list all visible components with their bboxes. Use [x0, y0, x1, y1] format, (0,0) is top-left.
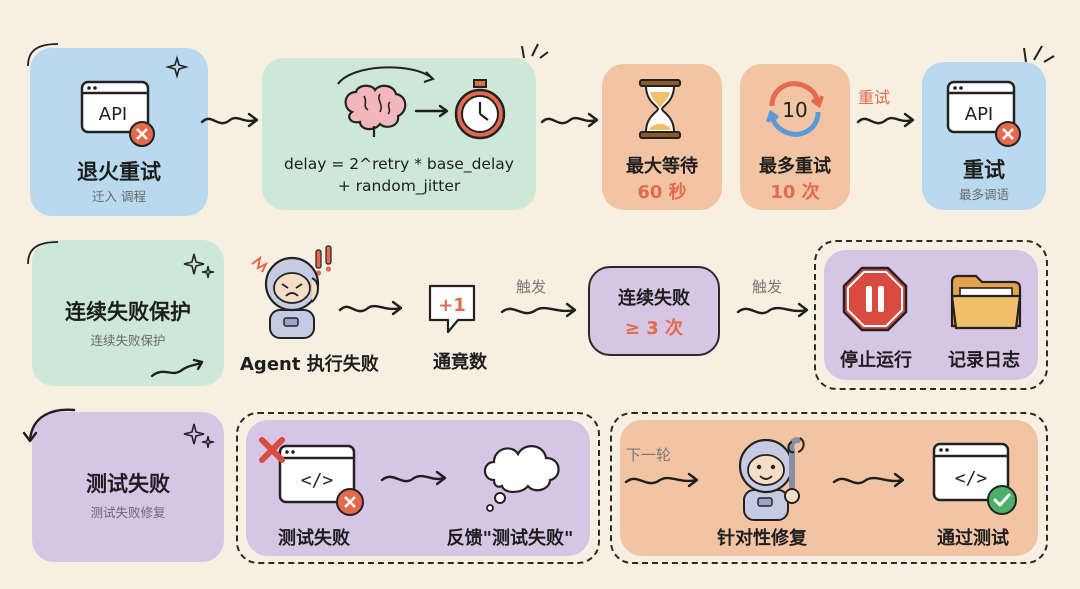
backoff-title: 退火重试 [77, 160, 161, 184]
brain-icon [344, 84, 407, 137]
max-retry-value: 10 次 [770, 182, 820, 203]
retry-subtitle: 最多调语 [958, 187, 1009, 202]
stop-label: 停止运行 [840, 350, 912, 371]
trigger-label-2: 触发 [752, 278, 783, 296]
plus-one-text: +1 [438, 295, 466, 316]
stop-sign-icon [842, 266, 908, 332]
max-wait-title: 最大等待 [626, 156, 698, 177]
sparkle-icon [183, 253, 215, 279]
curl-arrow [150, 358, 204, 378]
flow-arrow [500, 302, 577, 318]
threshold-card [588, 266, 720, 356]
next-round-label: 下一轮 [626, 446, 672, 464]
flow-arrow [736, 302, 809, 318]
backoff-subtitle: 迁入 调程 [92, 189, 146, 204]
formula-line-1: delay = 2^retry * base_delay [284, 155, 514, 173]
test-fail-title: 测试失败 [86, 472, 170, 496]
flow-arrow [856, 112, 915, 128]
feedback-label: 反馈"测试失败" [446, 528, 574, 549]
emphasis-marks [521, 43, 549, 59]
max-retry-card [740, 64, 850, 210]
agent-fail-label: Agent 执行失败 [240, 354, 379, 375]
astronaut-wrench-icon [738, 437, 805, 521]
protect-subtitle: 连续失败保护 [90, 333, 166, 348]
log-label: 记录日志 [948, 350, 1020, 371]
pass-label: 通过测试 [937, 528, 1009, 549]
halt-group [814, 240, 1048, 390]
retry-counter-text: 10 [782, 98, 807, 122]
folder-icon [950, 274, 1022, 330]
counter-label: 通竟数 [433, 352, 487, 373]
thought-cloud-icon [483, 445, 560, 512]
frustrated-astronaut-icon [251, 245, 332, 339]
stopwatch-icon [454, 79, 506, 140]
protect-title: 连续失败保护 [65, 300, 191, 324]
retry-edge-label: 重试 [858, 88, 891, 107]
threshold-title: 连续失败 [618, 288, 690, 309]
decor-curl [27, 43, 59, 67]
fix-group [610, 412, 1048, 564]
max-wait-value: 60 秒 [637, 182, 687, 203]
api-icon-text: API [965, 104, 993, 125]
small-arrow [414, 104, 449, 118]
flow-arrow [624, 472, 699, 488]
trigger-label-1: 触发 [516, 278, 547, 296]
flow-arrow [832, 472, 905, 488]
curl-arrow [22, 408, 76, 443]
code-window-check-icon: </> [932, 442, 1017, 515]
protect-card [32, 240, 224, 386]
max-retry-title: 最多重试 [759, 156, 831, 177]
sparkle-icon [183, 423, 215, 449]
flow-arrow [380, 470, 447, 486]
retry-counter-icon: 10 [766, 81, 824, 137]
formula-line-2: + random_jitter [337, 177, 461, 195]
cycle-arrow [337, 66, 435, 85]
api-icon-text: API [99, 104, 127, 125]
hourglass-icon [639, 79, 681, 139]
decor-curl [27, 241, 59, 265]
api-error-icon: API [80, 80, 155, 147]
code-window-error-icon: </> [259, 437, 364, 516]
flow-arrow [540, 112, 599, 128]
emphasis-marks [1023, 45, 1055, 63]
retry-title: 重试 [963, 158, 1005, 182]
api-error-icon: API [946, 80, 1021, 147]
flow-arrow [200, 112, 259, 128]
plus-one-bubble-icon: +1 [428, 284, 476, 334]
feedback-group [236, 412, 600, 564]
code-fail-label: 测试失败 [278, 528, 350, 549]
sparkle-icon [165, 55, 189, 79]
svg-text:</>: </> [955, 468, 988, 489]
test-fail-subtitle: 测试失败修复 [90, 505, 166, 520]
fix-label: 针对性修复 [717, 528, 807, 549]
threshold-value: ≥ 3 次 [624, 318, 684, 339]
flow-arrow [338, 300, 403, 316]
svg-text:</>: </> [301, 470, 334, 491]
